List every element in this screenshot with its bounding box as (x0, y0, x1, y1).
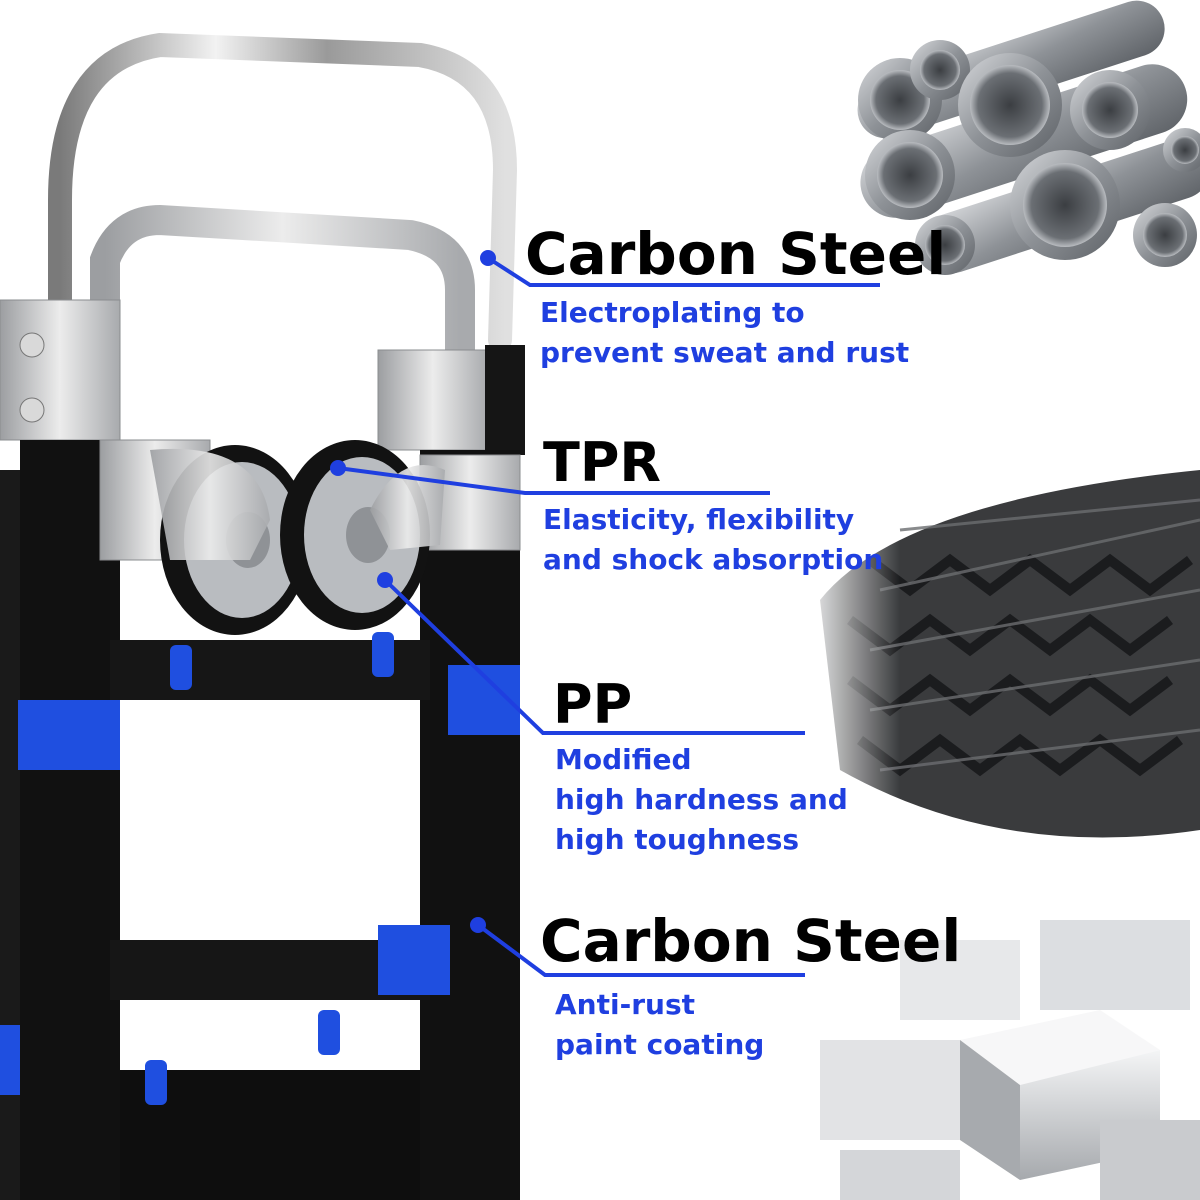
description-line: Elasticity, flexibility (543, 503, 855, 536)
hand-truck-illustration (0, 32, 525, 1200)
callout-description: Modified high hardness and high toughnes… (555, 740, 848, 860)
callout-dot-icon (330, 250, 496, 933)
callout-title: Carbon Steel (540, 907, 962, 975)
callout-title: PP (553, 673, 633, 736)
callout-description: Anti-rust paint coating (555, 985, 764, 1065)
callout-description: Electroplating to prevent sweat and rust (540, 293, 909, 373)
description-line: and shock absorption (543, 543, 884, 576)
description-line: paint coating (555, 1028, 765, 1061)
callout-title: TPR (543, 431, 661, 494)
description-line: Anti-rust (555, 988, 695, 1021)
description-line: prevent sweat and rust (540, 336, 910, 369)
description-line: Electroplating to (540, 296, 805, 329)
callout-title: Carbon Steel (525, 220, 947, 288)
callout-leaders (337, 256, 880, 977)
steel-pipes-image (857, 0, 1200, 275)
steel-cubes-image (820, 920, 1200, 1200)
description-line: Modified (555, 743, 692, 776)
tire-tread-image (800, 470, 1200, 850)
callout-description: Elasticity, flexibility and shock absorp… (543, 500, 883, 580)
description-line: high hardness and (555, 783, 848, 816)
description-line: high toughness (555, 823, 800, 856)
